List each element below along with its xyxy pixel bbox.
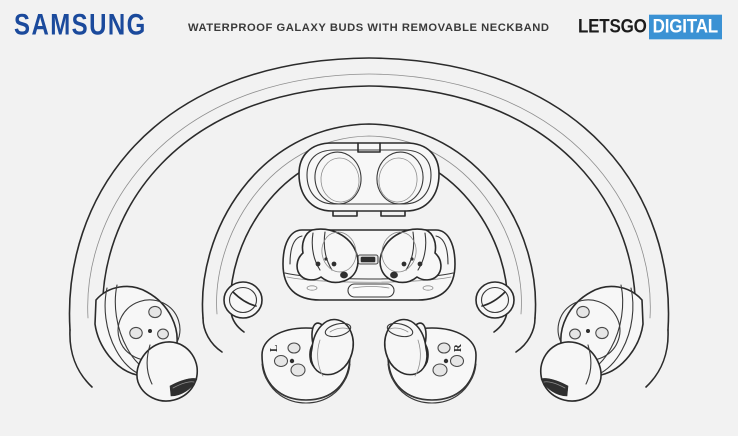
page-title: WATERPROOF GALAXY BUDS WITH REMOVABLE NE… [188,22,550,34]
loose-earbud-left-label: L [268,345,280,352]
neckband-left-connector [223,281,263,319]
watermark-digital-text: DIGITAL [648,14,722,40]
neckband-left-earbud [94,284,199,402]
watermark-letsgo-text: LETSGO [577,15,647,38]
loose-earbud-right-label: R [452,343,464,352]
charging-case-lid [298,142,440,217]
loose-earbud-left: L [261,318,354,404]
neckband-right-connector [475,281,515,319]
charging-case-bud-right [379,228,442,284]
letsgodigital-watermark: LETSGO DIGITAL [577,14,722,40]
charging-case-bud-left [296,228,359,284]
neckband-right-earbud [539,284,644,402]
charging-case [282,142,456,301]
header-bar: SAMSUNG WATERPROOF GALAXY BUDS WITH REMO… [0,0,738,52]
charging-case-base [282,228,456,301]
samsung-logo: SAMSUNG [14,8,147,42]
neckband-outer-loop [68,57,670,388]
loose-earbud-right: R [384,318,477,404]
